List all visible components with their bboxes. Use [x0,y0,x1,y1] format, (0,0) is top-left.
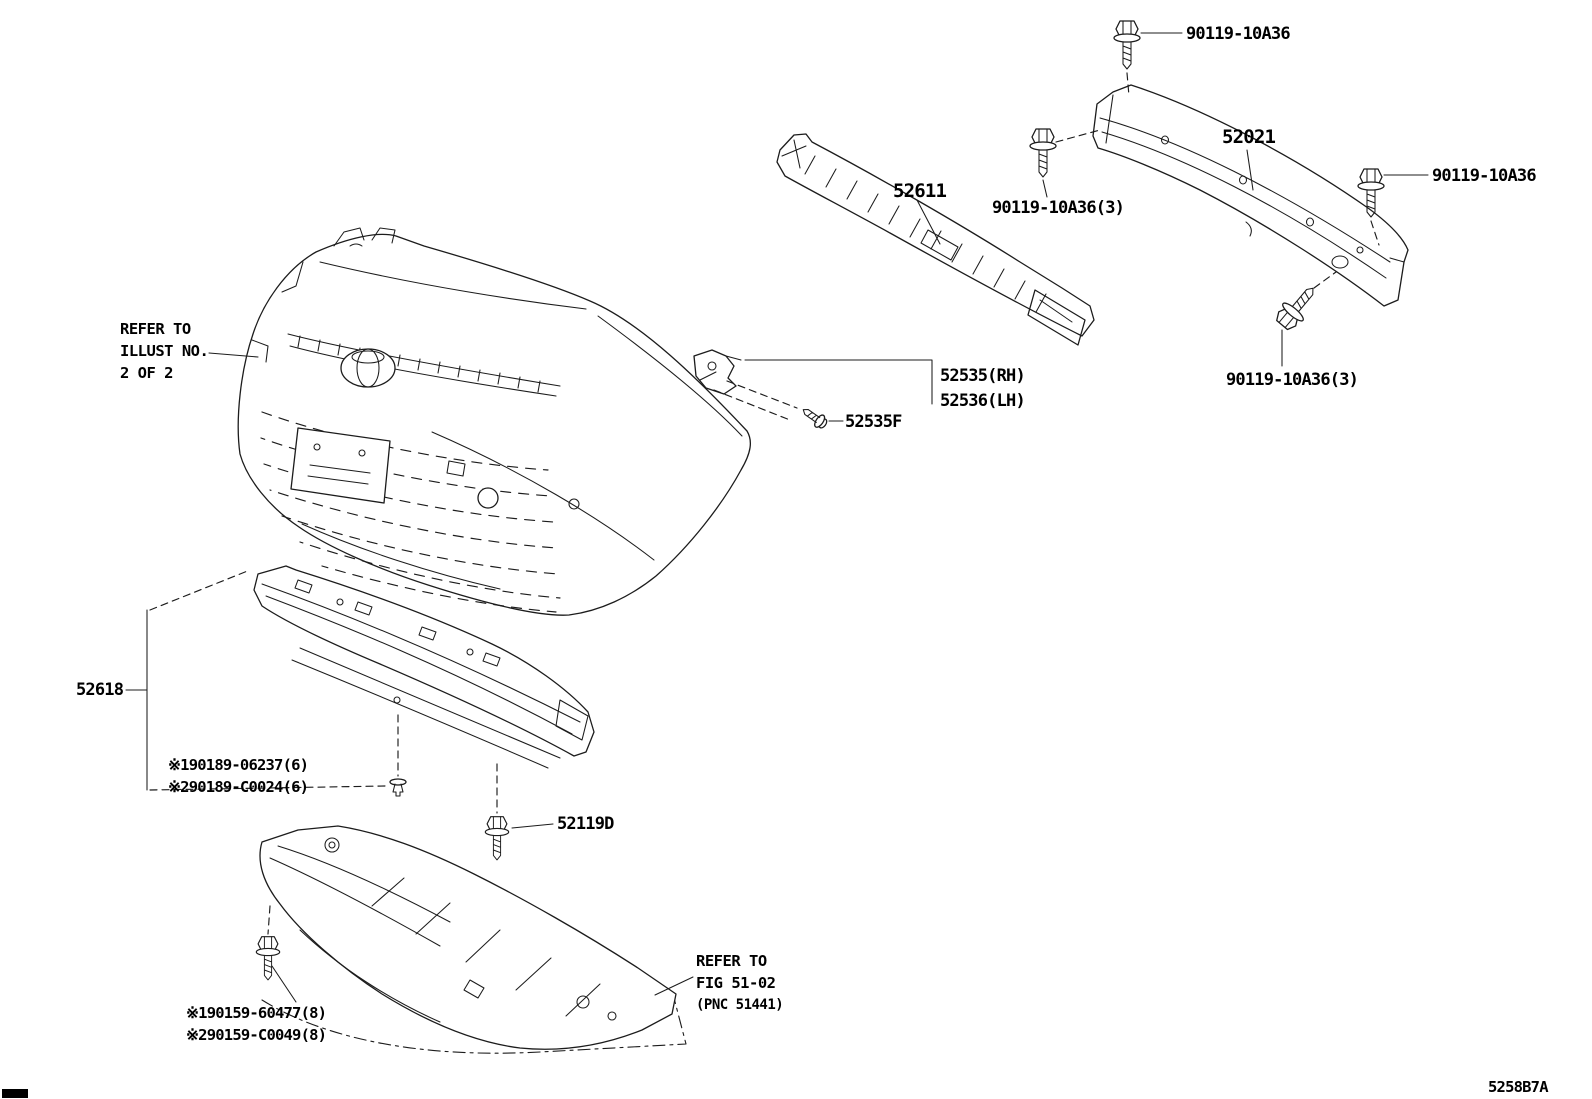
screw-icon [798,403,831,432]
part-label-52611: 52611 [893,180,947,202]
retainer-52535-drawing [693,349,742,395]
diagram-footer-code: 5258B7A [1488,1078,1549,1096]
part-label-52119d: 52119D [557,814,614,834]
leader-lines [125,32,1429,1003]
part-label-90189-C0024: ※290189-C0024(6) [168,778,309,796]
part-label-90189-06237: ※190189-06237(6) [168,756,309,774]
front-bumper-cover-drawing [237,227,752,616]
part-label-52021: 52021 [1222,126,1276,148]
refer-illust-line1: REFER TO [120,320,191,338]
refer-illust-line3: 2 OF 2 [120,364,174,382]
part-label-90119-10A36-right: 90119-10A36 [1432,166,1537,186]
part-label-90119-10A36-qty3-upper: 90119-10A36(3) [992,198,1125,218]
part-label-90159-60477: ※190159-60477(8) [186,1004,327,1022]
refer-fig-line1: REFER TO [696,952,767,970]
bolt-icon [255,936,281,981]
part-label-52535-rh: 52535(RH) [940,366,1026,386]
under-cover-drawing [259,825,687,1054]
lower-absorber-52618-drawing [253,565,595,769]
refer-fig-line3: (PNC 51441) [696,997,784,1013]
part-label-90119-10A36-qty3-lower: 90119-10A36(3) [1226,370,1359,390]
reinforcement-52021-drawing [1092,84,1409,307]
absorber-52611-drawing [776,133,1095,346]
refer-fig-line2: FIG 51-02 [696,974,776,992]
part-label-52536-lh: 52536(LH) [940,391,1026,411]
refer-illust-line2: ILLUST NO. [120,342,209,360]
part-label-52618: 52618 [76,680,124,700]
cropped-logo-fragment [2,1089,28,1098]
part-label-52535f: 52535F [845,412,902,432]
projection-lines [149,72,1380,935]
clip-icon [389,778,407,797]
part-label-90159-C0049: ※290159-C0049(8) [186,1026,327,1044]
bolt-icon [484,816,510,861]
part-label-90119-10A36-top: 90119-10A36 [1186,24,1291,44]
refer-to-illust-note: REFER TO ILLUST NO. 2 OF 2 [120,318,209,384]
refer-to-fig-note: REFER TO FIG 51-02 (PNC 51441) [696,950,784,1016]
bolt-icon [1271,279,1324,335]
bolt-icon [1113,20,1141,70]
bolt-icon [1029,128,1057,178]
